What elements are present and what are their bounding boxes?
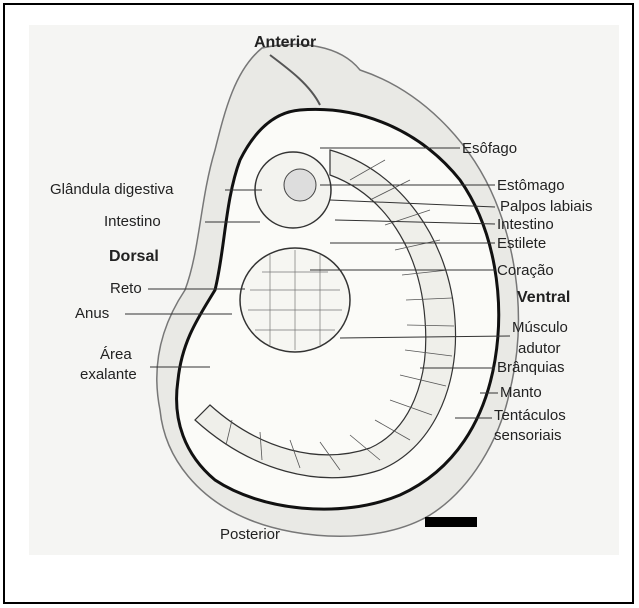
label-adutor: adutor (518, 341, 561, 356)
label-branquias: Brânquias (497, 360, 565, 375)
label-dorsal: Dorsal (109, 249, 159, 265)
label-tentaculos: Tentáculos (494, 408, 566, 423)
label-manto: Manto (500, 385, 542, 400)
scale-bar (425, 517, 477, 527)
label-reto: Reto (110, 281, 142, 296)
label-anterior: Anterior (254, 35, 316, 51)
label-sensoriais: sensoriais (494, 428, 562, 443)
label-glandula-digestiva: Glândula digestiva (50, 182, 173, 197)
label-musculo: Músculo (512, 320, 568, 335)
label-ventral: Ventral (517, 290, 570, 306)
label-intestino-right: Intestino (497, 217, 554, 232)
label-estilete: Estilete (497, 236, 546, 251)
label-exalante: exalante (80, 367, 137, 382)
label-anus: Anus (75, 306, 109, 321)
label-coracao: Coração (497, 263, 554, 278)
label-posterior: Posterior (220, 527, 280, 542)
label-estomago: Estômago (497, 178, 565, 193)
label-esofago: Esôfago (462, 141, 517, 156)
label-palpos-labiais: Palpos labiais (500, 199, 593, 214)
label-area: Área (100, 347, 132, 362)
label-intestino-left: Intestino (104, 214, 161, 229)
